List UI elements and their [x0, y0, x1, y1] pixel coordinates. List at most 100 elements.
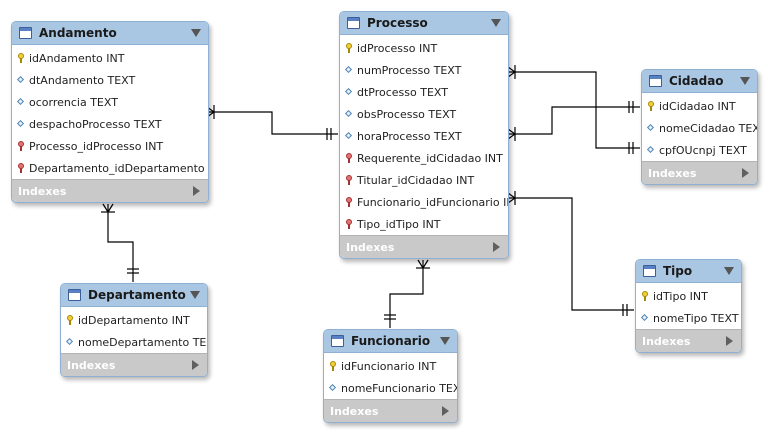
column-row[interactable]: horaProcesso TEXT — [340, 125, 508, 147]
table-icon — [68, 289, 81, 301]
foreign-key-icon — [345, 153, 353, 163]
column-label: nomeDepartamento TEXT — [78, 335, 208, 349]
column-label: dtAndamento TEXT — [29, 73, 136, 87]
column-row[interactable]: idAndamento INT — [12, 47, 208, 69]
table-icon — [643, 265, 656, 277]
column-row[interactable]: despachoProcesso TEXT — [12, 113, 208, 135]
table-header[interactable]: Departamento — [61, 284, 207, 307]
column-label: Titular_idCidadao INT — [357, 173, 475, 187]
column-label: obsProcesso TEXT — [357, 107, 457, 121]
chevron-down-icon[interactable] — [491, 19, 501, 27]
column-diamond-icon — [345, 131, 353, 141]
column-diamond-icon — [17, 97, 25, 107]
column-row[interactable]: idCidadao INT — [642, 95, 757, 117]
column-row[interactable]: idFuncionario INT — [324, 355, 457, 377]
table-andamento[interactable]: Andamento idAndamento INT dtAndamento TEX… — [11, 21, 209, 203]
primary-key-icon — [329, 361, 337, 371]
chevron-down-icon[interactable] — [724, 267, 734, 275]
indexes-section[interactable]: Indexes — [12, 179, 208, 202]
column-row[interactable]: nomeDepartamento TEXT — [61, 331, 207, 353]
primary-key-icon — [345, 43, 353, 53]
indexes-label: Indexes — [346, 240, 395, 254]
column-label: nomeTipo TEXT — [653, 311, 739, 325]
column-diamond-icon — [641, 313, 649, 323]
indexes-label: Indexes — [642, 334, 691, 348]
triangle-right-icon[interactable] — [742, 168, 749, 178]
table-header[interactable]: Funcionario — [324, 330, 457, 353]
table-icon — [347, 17, 360, 29]
table-icon — [649, 75, 662, 87]
rel-processo-cidadao-1 — [508, 71, 640, 149]
column-diamond-icon — [647, 145, 655, 155]
chevron-down-icon[interactable] — [191, 29, 201, 37]
column-row[interactable]: Tipo_idTipo INT — [340, 213, 508, 235]
column-label: despachoProcesso TEXT — [29, 117, 162, 131]
column-label: idAndamento INT — [29, 51, 125, 65]
column-label: idCidadao INT — [659, 99, 736, 113]
indexes-section[interactable]: Indexes — [340, 235, 508, 258]
rel-processo-cidadao-2 — [508, 106, 640, 135]
table-header[interactable]: Tipo — [636, 260, 741, 283]
triangle-right-icon[interactable] — [192, 360, 199, 370]
table-title: Processo — [367, 16, 428, 30]
column-label: Funcionario_idFuncionario INT — [357, 195, 509, 209]
column-label: idProcesso INT — [357, 41, 438, 55]
indexes-label: Indexes — [330, 404, 379, 418]
primary-key-icon — [641, 291, 649, 301]
column-row[interactable]: numProcesso TEXT — [340, 59, 508, 81]
column-diamond-icon — [647, 123, 655, 133]
chevron-down-icon[interactable] — [190, 291, 200, 299]
triangle-right-icon[interactable] — [193, 186, 200, 196]
column-row[interactable]: obsProcesso TEXT — [340, 103, 508, 125]
column-row[interactable]: Titular_idCidadao INT — [340, 169, 508, 191]
table-departamento[interactable]: Departamento idDepartamento INT nomeDepar… — [60, 283, 208, 377]
table-header[interactable]: Andamento — [12, 22, 208, 45]
table-tipo[interactable]: Tipo idTipo INT nomeTipo TEXT Indexes — [635, 259, 742, 353]
column-diamond-icon — [345, 65, 353, 75]
column-diamond-icon — [17, 75, 25, 85]
column-row[interactable]: dtProcesso TEXT — [340, 81, 508, 103]
triangle-right-icon[interactable] — [493, 242, 500, 252]
column-label: idDepartamento INT — [78, 313, 190, 327]
column-row[interactable]: Departamento_idDepartamento INT — [12, 157, 208, 179]
chevron-down-icon[interactable] — [740, 77, 750, 85]
table-header[interactable]: Cidadao — [642, 70, 757, 93]
primary-key-icon — [66, 315, 74, 325]
column-row[interactable]: dtAndamento TEXT — [12, 69, 208, 91]
indexes-section[interactable]: Indexes — [324, 399, 457, 422]
foreign-key-icon — [345, 219, 353, 229]
column-row[interactable]: idDepartamento INT — [61, 309, 207, 331]
column-row[interactable]: nomeFuncionario TEXT — [324, 377, 457, 399]
column-row[interactable]: idProcesso INT — [340, 37, 508, 59]
column-row[interactable]: Requerente_idCidadao INT — [340, 147, 508, 169]
table-header[interactable]: Processo — [340, 12, 508, 35]
column-label: Tipo_idTipo INT — [357, 217, 441, 231]
indexes-section[interactable]: Indexes — [61, 353, 207, 376]
triangle-right-icon[interactable] — [442, 406, 449, 416]
column-diamond-icon — [329, 383, 337, 393]
column-row[interactable]: Funcionario_idFuncionario INT — [340, 191, 508, 213]
primary-key-icon — [17, 53, 25, 63]
column-row[interactable]: ocorrencia TEXT — [12, 91, 208, 113]
column-label: Departamento_idDepartamento INT — [29, 161, 209, 175]
indexes-section[interactable]: Indexes — [636, 329, 741, 352]
table-title: Funcionario — [351, 334, 431, 348]
indexes-label: Indexes — [648, 166, 697, 180]
chevron-down-icon[interactable] — [440, 337, 450, 345]
column-row[interactable]: nomeCidadao TEXT — [642, 117, 757, 139]
column-diamond-icon — [66, 337, 74, 347]
column-row[interactable]: idTipo INT — [636, 285, 741, 307]
column-row[interactable]: Processo_idProcesso INT — [12, 135, 208, 157]
column-diamond-icon — [345, 87, 353, 97]
column-row[interactable]: nomeTipo TEXT — [636, 307, 741, 329]
primary-key-icon — [647, 101, 655, 111]
column-label: horaProcesso TEXT — [357, 129, 462, 143]
rel-processo-tipo — [508, 197, 634, 311]
column-row[interactable]: cpfOUcnpj TEXT — [642, 139, 757, 161]
triangle-right-icon[interactable] — [726, 336, 733, 346]
column-diamond-icon — [345, 109, 353, 119]
indexes-section[interactable]: Indexes — [642, 161, 757, 184]
